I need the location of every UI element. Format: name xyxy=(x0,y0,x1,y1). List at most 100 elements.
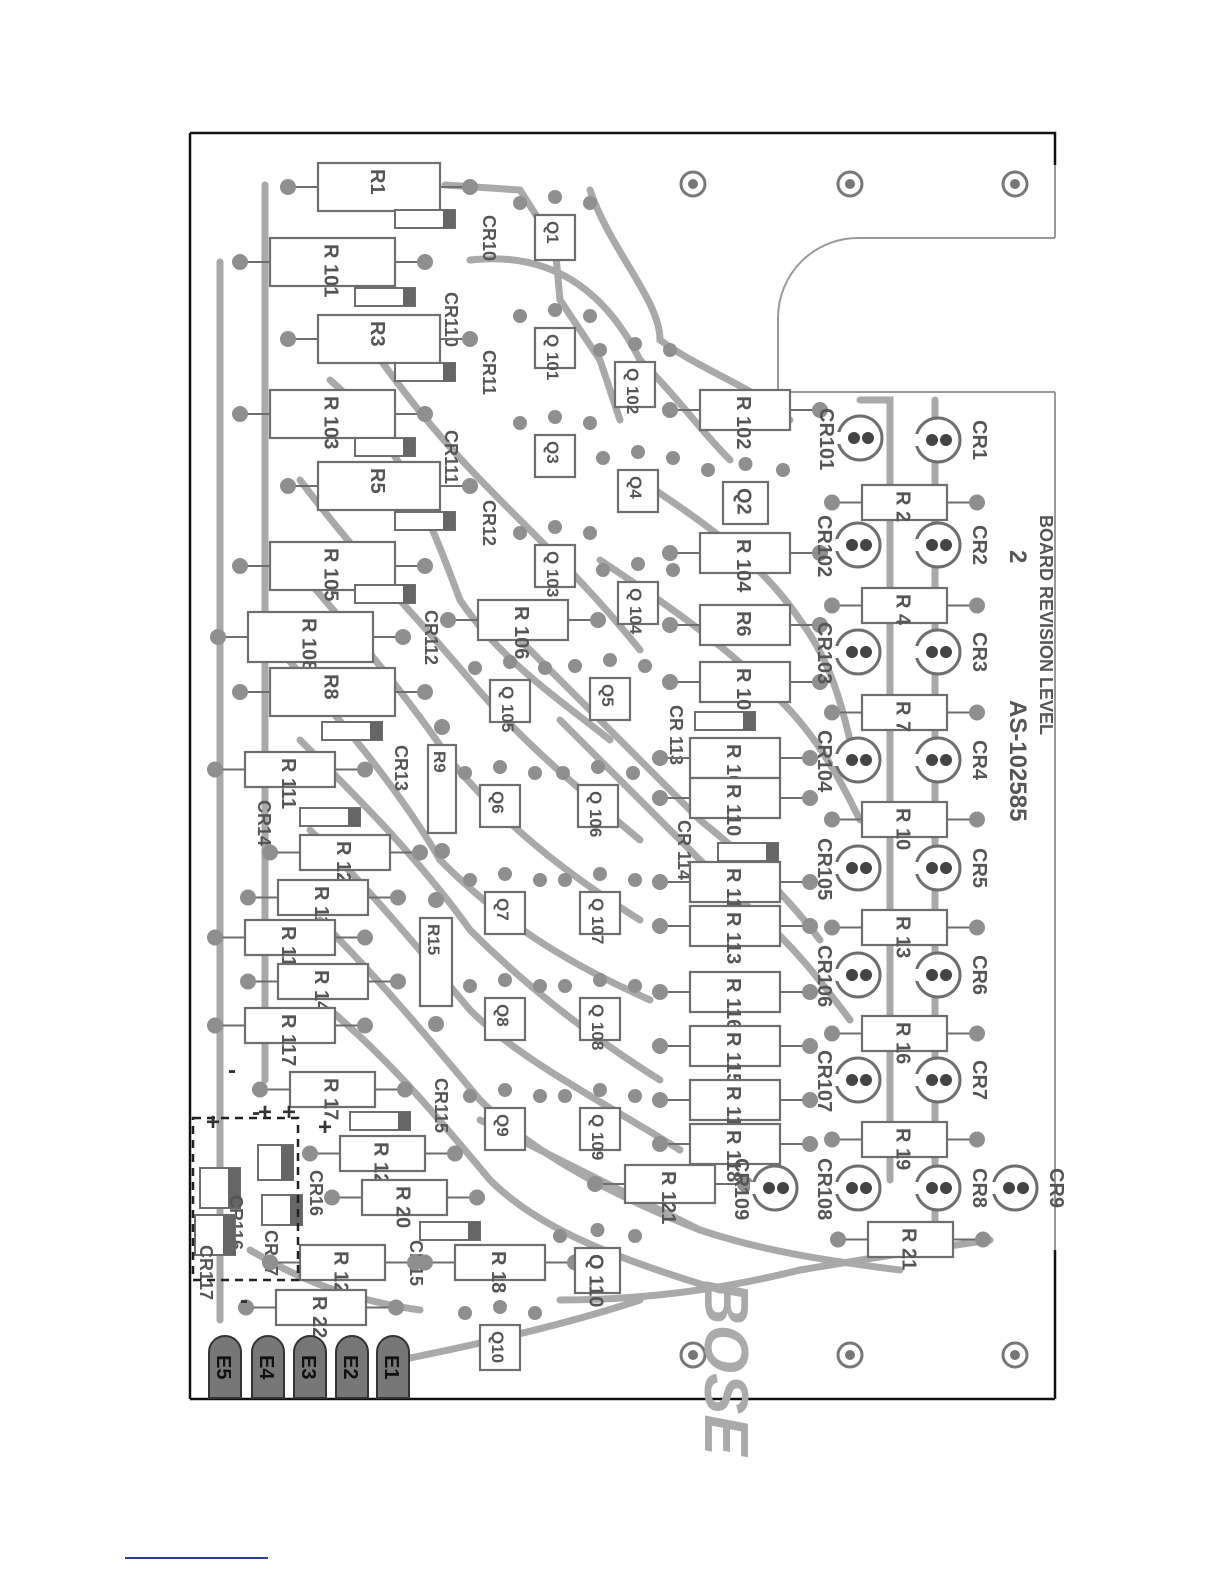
component-label: R 16 xyxy=(892,1022,914,1064)
component-label: R15 xyxy=(424,924,443,955)
component-label: CR2 xyxy=(968,525,990,565)
component-r121: R 121 xyxy=(587,1163,753,1224)
component-label: CR3 xyxy=(968,632,990,672)
component-cr101: CR101 xyxy=(815,408,884,470)
component-r1: R1 xyxy=(280,161,478,213)
polarity-mark: - xyxy=(240,1287,248,1314)
edge-pad-label: E1 xyxy=(380,1355,402,1379)
component-label: Q 103 xyxy=(543,551,562,597)
component-label: Q 109 xyxy=(588,1114,607,1160)
component-label: CR 113 xyxy=(666,705,686,765)
edge-pad-e2: E2 xyxy=(335,1335,369,1399)
mounting-hole xyxy=(1001,1341,1029,1369)
component-label: CR103 xyxy=(813,622,835,684)
component-cr3: CR3 xyxy=(913,628,990,676)
component-label: R 7 xyxy=(892,701,914,732)
trace xyxy=(516,636,824,944)
component-label: R 12 xyxy=(332,841,354,883)
component-label: Q10 xyxy=(488,1331,507,1363)
component-label: CR109 xyxy=(730,1158,752,1220)
component-label: Q2 xyxy=(733,488,755,515)
component-label: Q 110 xyxy=(585,1254,607,1307)
component-label: CR107 xyxy=(813,1050,835,1112)
component-label: Q 107 xyxy=(588,898,607,944)
component-r120: R 120 xyxy=(302,1134,463,1195)
component-r13: R 13 xyxy=(824,908,985,958)
brand-logo: BOSE xyxy=(691,1280,760,1457)
component-cr8: CR8 xyxy=(913,1164,990,1212)
component-label: R 116 xyxy=(722,978,744,1030)
component-label: CR16 xyxy=(306,1170,326,1216)
component-cr9: CR9 xyxy=(990,1164,1067,1212)
component-label: R 103 xyxy=(320,396,342,449)
component-cr107: CR107 xyxy=(813,1050,882,1112)
edge-pad-label: E3 xyxy=(297,1355,319,1379)
component-label: R 102 xyxy=(732,396,754,449)
polarity-mark: + xyxy=(282,1099,296,1126)
trace xyxy=(476,1116,904,1274)
component-r19: R 19 xyxy=(824,1120,985,1170)
polarity-mark: + xyxy=(258,1099,272,1126)
polarity-marks: ++++--- xyxy=(191,1057,332,1314)
component-label: Q7 xyxy=(493,898,512,921)
component-label: R 22 xyxy=(308,1296,330,1338)
component-label: R 104 xyxy=(732,539,754,593)
component-label: R 2 xyxy=(892,491,914,522)
dashed-keepout-area xyxy=(191,1116,300,1282)
board-revision-text: BOARD REVISION LEVEL xyxy=(1036,515,1056,735)
component-label: R 18 xyxy=(487,1251,509,1293)
component-cr6: CR6 xyxy=(913,951,990,999)
component-label: Q 108 xyxy=(588,1004,607,1050)
edge-pad-label: E2 xyxy=(339,1355,361,1379)
component-label: R 108 xyxy=(298,618,320,671)
component-label: R 115 xyxy=(722,1032,744,1084)
component-r10: R 10 xyxy=(824,800,985,850)
component-q108: Q 108 xyxy=(558,973,642,1050)
component-r17: R 17 xyxy=(252,1070,413,1120)
component-r14: R 14 xyxy=(240,962,406,1013)
component-r18: R 18 xyxy=(417,1243,583,1293)
component-cr106: CR106 xyxy=(813,945,882,1007)
component-q10: Q10 xyxy=(458,1300,542,1372)
component-q5: Q5 xyxy=(568,653,652,722)
component-q7: Q7 xyxy=(463,867,547,936)
trace xyxy=(441,181,624,424)
component-cr11: CR11 xyxy=(394,350,499,395)
component-r118: R 118 xyxy=(652,1122,818,1182)
component-r4: R 4 xyxy=(824,586,985,626)
component-label: R 110 xyxy=(722,784,744,836)
component-cr13: CR13 xyxy=(321,721,411,791)
component-q101: Q 101 xyxy=(513,303,597,380)
component-label: R6 xyxy=(732,611,754,637)
component-q8: Q8 xyxy=(463,973,547,1042)
component-r103: R 103 xyxy=(232,388,433,449)
component-label: R 105 xyxy=(320,548,342,601)
component-cr10: CR10 xyxy=(394,209,499,261)
component-r105: R 105 xyxy=(232,540,433,601)
polarity-mark: + xyxy=(206,1109,220,1136)
component-label: R 113 xyxy=(722,912,744,964)
component-label: CR115 xyxy=(431,1078,451,1133)
component-r107: R 107 xyxy=(662,660,828,721)
component-label: R 117 xyxy=(277,1014,299,1066)
component-label: Q4 xyxy=(626,476,645,499)
component-label: Q1 xyxy=(543,221,562,244)
component-cr15: CR15 xyxy=(406,1221,481,1286)
component-label: CR5 xyxy=(968,848,990,888)
component-label: R 17 xyxy=(320,1078,342,1120)
component-cr4: CR4 xyxy=(913,736,990,784)
component-r106: R 106 xyxy=(440,598,606,659)
component-label: Q 101 xyxy=(543,334,562,380)
component-label: R8 xyxy=(320,674,342,700)
trace xyxy=(636,476,854,744)
edge-pad-e3: E3 xyxy=(293,1335,327,1399)
component-r104: R 104 xyxy=(662,531,828,593)
component-q4: Q4 xyxy=(596,445,680,514)
component-label: CR101 xyxy=(815,408,837,470)
trace xyxy=(396,1296,644,1364)
board-cutout xyxy=(777,165,1056,1250)
board-markings: BOARD REVISION LEVEL 2 AS-102585 BOSE xyxy=(691,515,1056,1457)
component-cr12: CR12 xyxy=(394,500,499,546)
component-label: Q5 xyxy=(598,684,617,707)
component-label: R 107 xyxy=(732,668,754,721)
